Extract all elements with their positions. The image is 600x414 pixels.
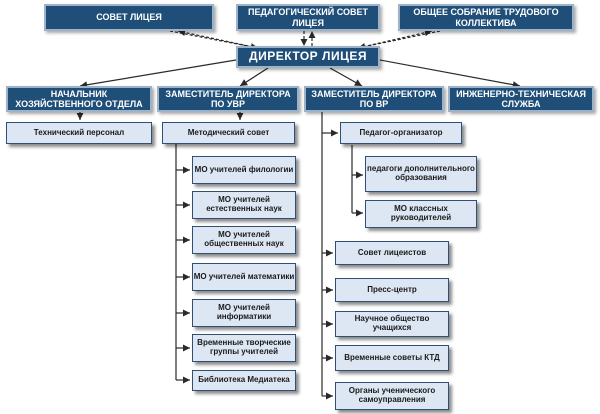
director-box: ДИРЕКТОР ЛИЦЕЯ (236, 46, 380, 68)
engineering-label: ИНЖЕНЕРНО-ТЕХНИЧЕСКАЯ СЛУЖБА (456, 88, 586, 109)
director-label: ДИРЕКТОР ЛИЦЕЯ (249, 49, 367, 64)
arrow-director-to-council (177, 28, 259, 49)
class-teachers-mo-label: МО классных руководителей (390, 204, 452, 222)
ktd-councils-box: Временные советы КТД (335, 345, 449, 371)
methodical-council-label: Методический совет (187, 127, 270, 137)
mo-mathematics-box: МО учителей математики (192, 263, 296, 291)
library-box: Библиотека Медиатека (192, 370, 296, 391)
household-head-box: НАЧАЛЬНИК ХОЗЯЙСТВЕННОГО ОТДЕЛА (6, 86, 152, 112)
deputy-vr-label: ЗАМЕСТИТЕЛЬ ДИРЕКТОРА ПО ВР (311, 88, 437, 109)
library-label: Библиотека Медиатека (198, 375, 290, 385)
self-government-box: Органы ученического самоуправления (335, 382, 449, 410)
science-society-box: Научное общество учащихся (335, 311, 449, 337)
mo-informatics-label: МО учителей информатики (216, 303, 272, 321)
mo-social-sciences-box: МО учителей общественных наук (192, 226, 296, 254)
mo-natural-sciences-box: МО учителей естественных наук (192, 191, 296, 219)
mo-informatics-box: МО учителей информатики (192, 299, 296, 327)
extra-education-label: педагоги дополнительного образования (367, 164, 475, 182)
mo-mathematics-label: МО учителей математики (193, 271, 295, 281)
creative-groups-label: Временные творческие группы учителей (197, 338, 291, 356)
general-meeting-box: ОБЩЕЕ СОБРАНИЕ ТРУДОВОГО КОЛЛЕКТИВА (398, 4, 574, 31)
extra-education-box: педагоги дополнительного образования (365, 156, 477, 192)
mo-natural-sciences-label: МО учителей естественных наук (206, 195, 282, 213)
ped-council-label: ПЕДАГОГИЧЕСКИЙ СОВЕТ ЛИЦЕЯ (248, 7, 368, 28)
mo-social-sciences-label: МО учителей общественных наук (204, 230, 284, 248)
ktd-councils-label: Временные советы КТД (344, 352, 440, 362)
technical-staff-label: Технический персонал (33, 127, 125, 137)
class-teachers-mo-box: МО классных руководителей (365, 200, 477, 228)
household-head-label: НАЧАЛЬНИК ХОЗЯЙСТВЕННОГО ОТДЕЛА (15, 88, 143, 109)
general-meeting-label: ОБЩЕЕ СОБРАНИЕ ТРУДОВОГО КОЛЛЕКТИВА (413, 7, 559, 28)
ped-council-box: ПЕДАГОГИЧЕСКИЙ СОВЕТ ЛИЦЕЯ (236, 4, 380, 31)
organizer-label: Педагог-организатор (359, 127, 443, 137)
press-center-box: Пресс-центр (335, 278, 449, 302)
press-center-label: Пресс-центр (367, 284, 417, 294)
organizer-box: Педагог-организатор (340, 122, 462, 144)
mo-philology-label: МО учителей филологии (194, 164, 294, 174)
school-council-label: СОВЕТ ЛИЦЕЯ (96, 12, 162, 23)
deputy-uvr-label: ЗАМЕСТИТЕЛЬ ДИРЕКТОРА ПО УВР (165, 88, 291, 109)
science-society-label: Научное общество учащихся (354, 314, 430, 332)
methodical-council-box: Методический совет (162, 122, 295, 144)
deputy-uvr-box: ЗАМЕСТИТЕЛЬ ДИРЕКТОРА ПО УВР (157, 86, 299, 112)
mo-philology-box: МО учителей филологии (192, 156, 296, 184)
creative-groups-box: Временные творческие группы учителей (192, 334, 296, 362)
arrow-director-to-meeting (357, 29, 433, 49)
engineering-box: ИНЖЕНЕРНО-ТЕХНИЧЕСКАЯ СЛУЖБА (448, 86, 594, 112)
school-council-box: СОВЕТ ЛИЦЕЯ (44, 4, 214, 31)
student-council-box: Совет лицеистов (335, 241, 449, 265)
self-government-label: Органы ученического самоуправления (348, 386, 436, 404)
student-council-label: Совет лицеистов (357, 247, 427, 257)
technical-staff-box: Технический персонал (6, 122, 152, 144)
arrow-meeting-to-director (357, 30, 441, 51)
deputy-vr-box: ЗАМЕСТИТЕЛЬ ДИРЕКТОРА ПО ВР (304, 86, 444, 112)
